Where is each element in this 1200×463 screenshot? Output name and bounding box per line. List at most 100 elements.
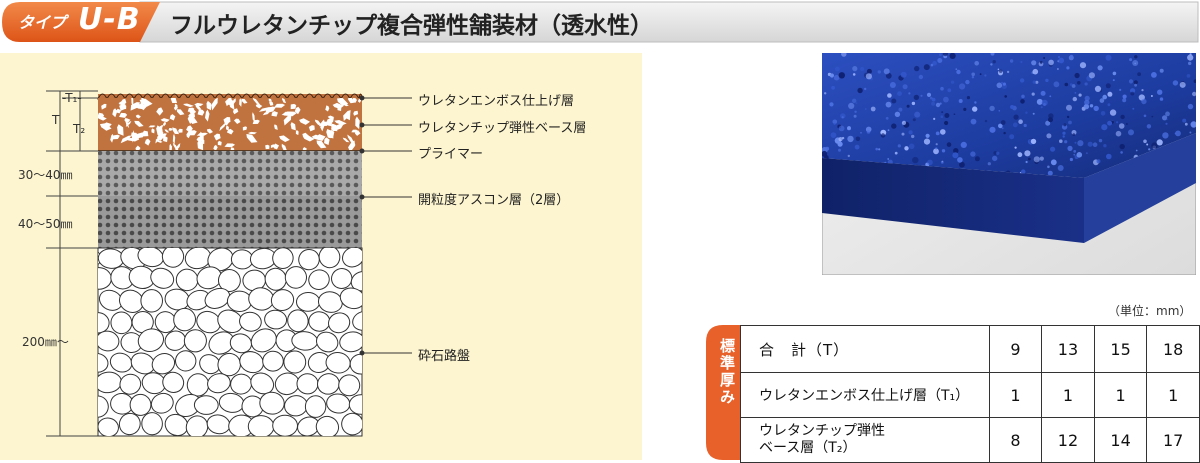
speckle <box>944 113 950 118</box>
stone <box>183 329 207 353</box>
speckle <box>959 161 965 168</box>
speckle <box>901 120 907 125</box>
chip-flake <box>195 104 202 110</box>
stone <box>118 412 141 436</box>
chip-flake <box>324 137 330 145</box>
speckle <box>1187 103 1194 110</box>
speckle <box>1119 88 1122 91</box>
cell: 9 <box>988 325 1043 373</box>
speckle <box>1133 80 1138 85</box>
chip-flake <box>187 107 195 112</box>
row-emboss-name: ウレタンエンボス仕上げ層（T₁） <box>740 372 990 418</box>
stone <box>304 395 327 418</box>
cell: 8 <box>988 417 1043 463</box>
speckle <box>1179 81 1186 88</box>
speckle <box>1094 85 1102 92</box>
stone <box>207 248 234 272</box>
chip-flake <box>211 98 218 111</box>
speckle <box>1018 119 1023 124</box>
chip-flake <box>172 133 176 145</box>
chip-flake <box>148 125 156 128</box>
speckle <box>1084 95 1090 101</box>
speckle <box>1059 139 1063 143</box>
speckle <box>974 156 980 162</box>
stone <box>272 414 298 436</box>
speckle <box>923 138 931 145</box>
asphalt-layer-lower <box>98 196 362 248</box>
speckle <box>1189 53 1192 56</box>
chip-flake <box>226 125 229 131</box>
speckle <box>1047 170 1053 176</box>
chip-flake <box>290 122 296 131</box>
speckle <box>941 111 944 114</box>
speckle <box>852 66 858 72</box>
stone <box>141 412 163 436</box>
speckle <box>1031 92 1035 96</box>
speckle <box>929 96 933 100</box>
unit-label: （単位：mm） <box>1108 304 1192 318</box>
speckle <box>944 120 949 126</box>
stone <box>217 269 241 292</box>
speckle <box>1172 80 1179 86</box>
speckle <box>1024 150 1031 157</box>
chip-flake <box>225 98 232 107</box>
speckle <box>1050 159 1057 166</box>
speckle <box>933 148 939 155</box>
stone <box>173 307 197 332</box>
table-row: ウレタンチップ弾性ベース層（T₂） 8 12 14 17 <box>740 417 1200 463</box>
stone <box>98 395 109 418</box>
chip-flake <box>224 143 236 148</box>
speckle <box>1023 123 1027 128</box>
speckle <box>996 151 1000 155</box>
stone <box>262 350 284 372</box>
chip-flake <box>173 105 178 111</box>
chip-flake <box>186 125 193 133</box>
chip-flake <box>122 104 127 110</box>
speckle <box>887 93 892 98</box>
speckle <box>1058 57 1065 64</box>
speckle <box>1093 105 1099 112</box>
speckle <box>1046 133 1052 139</box>
table-row: ウレタンエンボス仕上げ層（T₁） 1 1 1 1 <box>740 372 1200 418</box>
speckle <box>904 146 909 151</box>
speckle <box>1092 142 1098 147</box>
speckle <box>902 84 908 90</box>
speckle <box>972 106 978 112</box>
chip-flake <box>176 109 185 116</box>
speckle <box>894 151 898 155</box>
speckle <box>825 146 830 151</box>
speckle <box>1143 139 1147 144</box>
speckle <box>926 92 932 97</box>
chip-flake <box>110 133 114 143</box>
chip-flake <box>279 135 290 143</box>
speckle <box>838 72 845 79</box>
speckle <box>914 111 921 118</box>
speckle <box>1132 107 1135 110</box>
speckle <box>840 113 846 119</box>
chip-flake <box>197 109 205 116</box>
speckle <box>1141 98 1147 105</box>
chip-flake <box>351 129 358 133</box>
speckle <box>949 53 956 59</box>
stone <box>318 248 341 269</box>
speckle <box>1074 141 1077 144</box>
type-label: タイプ <box>18 13 67 32</box>
speckle <box>855 136 861 142</box>
chip-flake <box>326 128 334 139</box>
stone <box>98 413 99 435</box>
stone <box>98 330 120 352</box>
speckle <box>1066 66 1070 70</box>
speckle <box>941 149 946 153</box>
stone <box>272 248 294 269</box>
speckle <box>833 122 836 125</box>
speckle <box>935 102 941 108</box>
dim-t1: -T₁- <box>62 91 82 105</box>
stone <box>109 352 133 373</box>
label-emboss: ウレタンエンボス仕上げ層 <box>418 94 575 109</box>
speckle <box>897 91 902 96</box>
speckle <box>958 99 963 103</box>
speckle <box>1025 111 1028 114</box>
speckle <box>989 105 995 112</box>
chip-flake <box>255 103 263 109</box>
stone <box>229 333 252 354</box>
